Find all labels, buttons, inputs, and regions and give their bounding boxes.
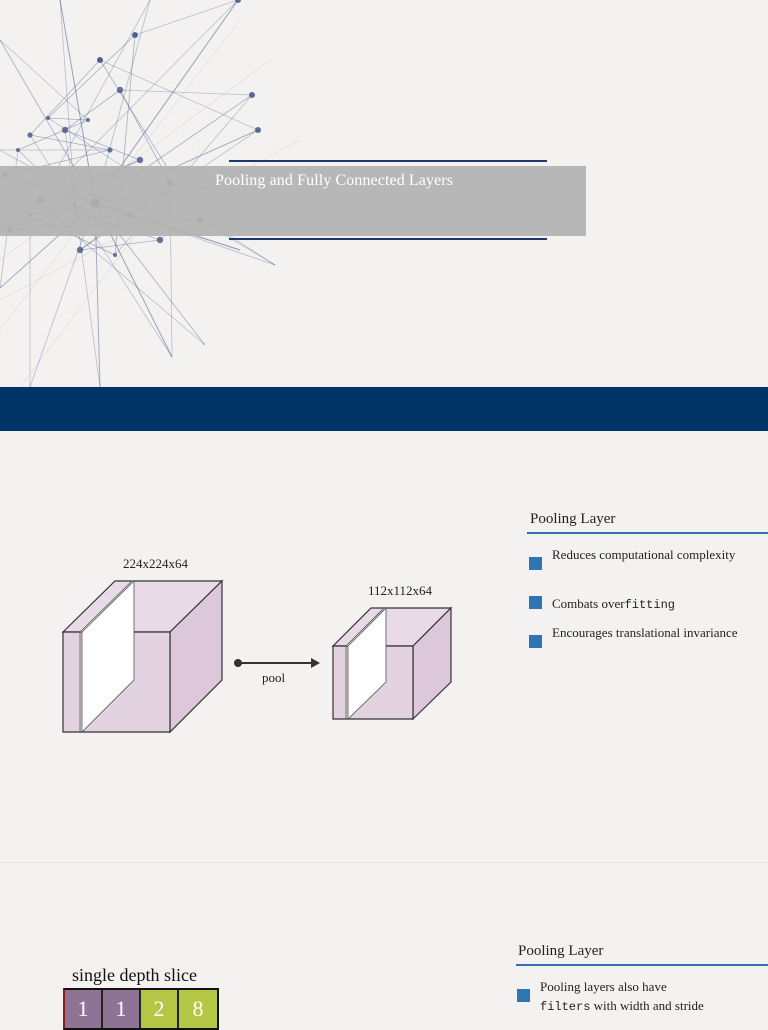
title-slide: Pooling and Fully Connected Layers bbox=[0, 0, 768, 387]
navy-header-band bbox=[0, 387, 768, 431]
panel-rule bbox=[527, 532, 768, 534]
bullet-square-icon bbox=[517, 989, 530, 1002]
bullet-text: Reduces computational complexity bbox=[552, 547, 736, 562]
title-top-rule bbox=[229, 160, 547, 162]
input-volume-cube bbox=[61, 579, 224, 734]
bullet-item: Encourages translational invariance bbox=[529, 623, 749, 648]
bullet-code-part: fitting bbox=[624, 598, 675, 612]
bullet-text: Pooling layers also have filters with wid… bbox=[540, 977, 704, 1017]
panel-title: Pooling Layer bbox=[530, 511, 616, 527]
bullet-square-icon bbox=[529, 596, 542, 609]
bullet-text-part: Pooling layers also have bbox=[540, 979, 667, 994]
panel-title: Pooling Layer bbox=[518, 943, 604, 959]
bullet-item: Pooling layers also have filters with wid… bbox=[517, 977, 757, 1017]
grid-cell: 8 bbox=[179, 990, 217, 1028]
slice-label: single depth slice bbox=[72, 965, 197, 985]
bullet-text: Combats overfitting bbox=[552, 594, 675, 615]
grid-cell: 1 bbox=[65, 990, 103, 1028]
slide-title: Pooling and Fully Connected Layers bbox=[215, 172, 454, 189]
output-volume-cube bbox=[331, 606, 453, 721]
bullet-code-part: filters bbox=[540, 1000, 591, 1014]
slide-separator bbox=[0, 862, 768, 863]
bullet-item: Combats overfitting bbox=[529, 594, 749, 615]
panel-rule bbox=[516, 964, 768, 966]
grid-cell: 2 bbox=[141, 990, 179, 1028]
bullet-item: Reduces computational complexity bbox=[529, 545, 749, 570]
title-band bbox=[0, 166, 586, 236]
bullet-text: Encourages translational invariance bbox=[552, 625, 738, 640]
bullet-text-part: with width and stride bbox=[593, 998, 704, 1013]
pool-operation-label: pool bbox=[262, 670, 286, 685]
bullet-square-icon bbox=[529, 557, 542, 570]
input-dims-label: 224x224x64 bbox=[123, 556, 188, 571]
title-bottom-rule bbox=[229, 238, 547, 240]
pool-arrow bbox=[234, 658, 320, 668]
bullet-square-icon bbox=[529, 635, 542, 648]
pool-diagram bbox=[61, 579, 453, 734]
grid-cell: 1 bbox=[103, 990, 141, 1028]
bullet-text-part: Combats over bbox=[552, 596, 625, 611]
output-dims-label: 112x112x64 bbox=[368, 583, 433, 598]
